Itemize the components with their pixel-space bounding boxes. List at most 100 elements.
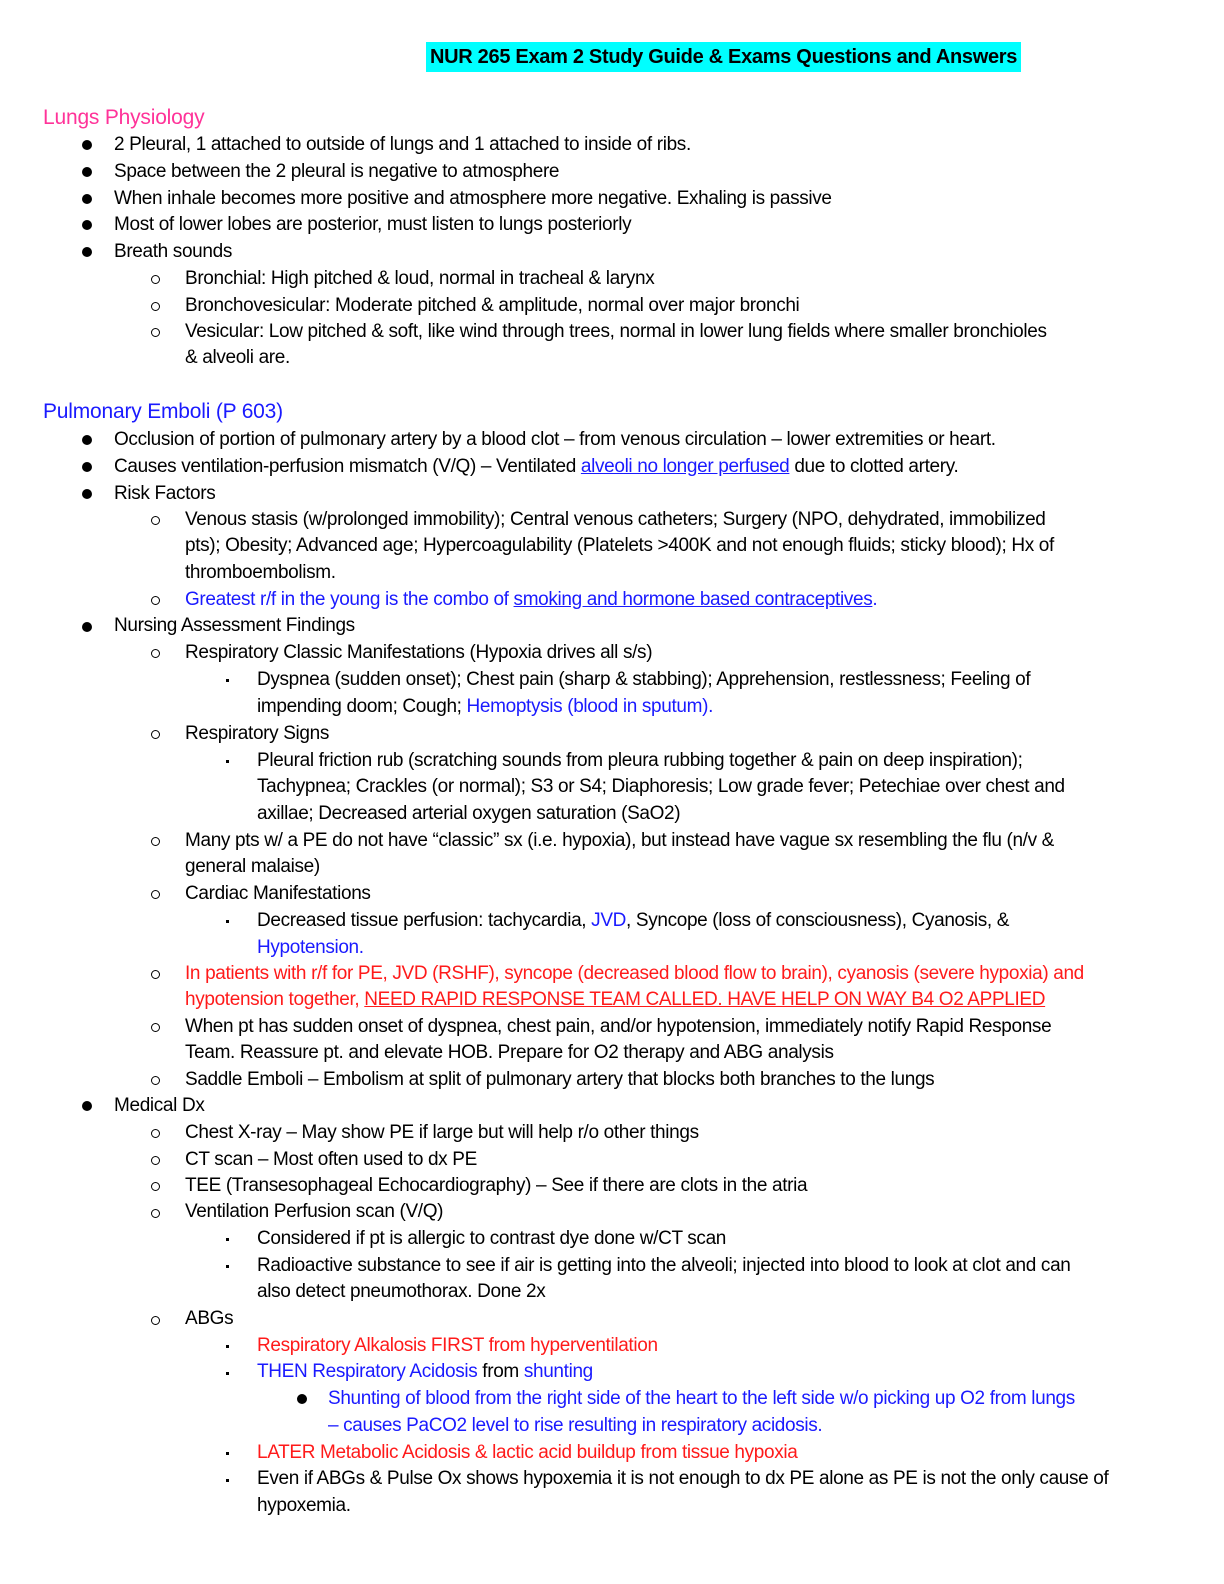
list-item: Respiratory Signs: [185, 723, 329, 744]
list-item: Occlusion of portion of pulmonary artery…: [114, 429, 996, 450]
bullet-circle-icon: [151, 890, 160, 899]
bullet-circle-icon: [151, 1182, 160, 1191]
list-item: Respiratory Alkalosis FIRST from hyperve…: [257, 1335, 658, 1356]
text: from: [477, 1361, 524, 1382]
bullet-square-icon: [226, 1479, 229, 1482]
list-item: Chest X-ray – May show PE if large but w…: [185, 1122, 699, 1143]
list-item-continuation: general malaise): [185, 856, 320, 877]
list-item: LATER Metabolic Acidosis & lactic acid b…: [257, 1442, 798, 1463]
link-smoking-and-hormone-contraceptives[interactable]: smoking and hormone based contraceptives: [513, 589, 873, 610]
list-item: Nursing Assessment Findings: [114, 615, 355, 636]
list-item: 2 Pleural, 1 attached to outside of lung…: [114, 134, 691, 155]
bullet-disc-icon: [82, 220, 92, 230]
list-item-continuation: impending doom; Cough; Hemoptysis (blood…: [257, 694, 713, 720]
list-item: Venous stasis (w/prolonged immobility); …: [185, 509, 1046, 530]
text: Causes ventilation-perfusion mismatch (V…: [114, 456, 581, 477]
bullet-square-icon: [226, 1265, 229, 1268]
bullet-square-icon: [226, 760, 229, 763]
bullet-circle-icon: [151, 730, 160, 739]
list-item: Bronchovesicular: Moderate pitched & amp…: [185, 295, 800, 316]
bullet-circle-icon: [151, 328, 160, 337]
list-item-continuation: thromboembolism.: [185, 562, 336, 583]
bullet-circle-icon: [151, 1023, 160, 1032]
list-item: Most of lower lobes are posterior, must …: [114, 214, 632, 235]
text: .: [872, 589, 878, 610]
list-item: ABGs: [185, 1308, 234, 1329]
list-item: CT scan – Most often used to dx PE: [185, 1149, 477, 1170]
list-item: Shunting of blood from the right side of…: [328, 1388, 1075, 1409]
bullet-circle-icon: [151, 596, 160, 605]
bullet-circle-icon: [151, 837, 160, 846]
bullet-disc-icon: [82, 140, 92, 150]
list-item: Decreased tissue perfusion: tachycardia,…: [257, 908, 1009, 934]
list-item: Many pts w/ a PE do not have “classic” s…: [185, 830, 1055, 851]
bullet-disc-icon: [82, 1101, 92, 1111]
list-item: Causes ventilation-perfusion mismatch (V…: [114, 454, 959, 480]
bullet-circle-icon: [151, 1076, 160, 1085]
bullet-square-icon: [226, 1452, 229, 1455]
emphasis-rapid-response: NEED RAPID RESPONSE TEAM CALLED. HAVE HE…: [364, 989, 1046, 1010]
list-item-continuation: axillae; Decreased arterial oxygen satur…: [257, 803, 681, 824]
link-alveoli-no-longer-perfused[interactable]: alveoli no longer perfused: [580, 456, 790, 477]
bullet-disc-icon: [82, 247, 92, 257]
list-item: Breath sounds: [114, 241, 232, 262]
bullet-square-icon: [226, 1345, 229, 1348]
list-item-continuation: Tachypnea; Crackles (or normal); S3 or S…: [257, 776, 1065, 797]
bullet-circle-icon: [151, 1316, 160, 1325]
list-item: Respiratory Classic Manifestations (Hypo…: [185, 642, 653, 663]
list-item: Cardiac Manifestations: [185, 883, 371, 904]
bullet-disc-icon: [82, 462, 92, 472]
text: impending doom; Cough;: [257, 696, 467, 717]
section-heading-pulmonary-emboli: Pulmonary Emboli (P 603): [43, 400, 283, 423]
list-item: Greatest r/f in the young is the combo o…: [185, 587, 878, 613]
list-item: THEN Respiratory Acidosis from shunting: [257, 1359, 593, 1385]
text: Greatest r/f in the young is the combo o…: [185, 589, 514, 610]
bullet-circle-icon: [151, 970, 160, 979]
bullet-disc-icon: [297, 1394, 307, 1404]
list-item-continuation: also detect pneumothorax. Done 2x: [257, 1281, 546, 1302]
list-item: Space between the 2 pleural is negative …: [114, 161, 560, 182]
list-item: Vesicular: Low pitched & soft, like wind…: [185, 321, 1047, 342]
list-item-alert: In patients with r/f for PE, JVD (RSHF),…: [185, 963, 1084, 984]
bullet-circle-icon: [151, 275, 160, 284]
emphasis-respiratory-acidosis: THEN Respiratory Acidosis: [257, 1361, 478, 1382]
emphasis-hemoptysis: Hemoptysis (blood in sputum).: [466, 696, 714, 717]
list-item: Considered if pt is allergic to contrast…: [257, 1228, 727, 1249]
bullet-circle-icon: [151, 302, 160, 311]
list-item-continuation: Team. Reassure pt. and elevate HOB. Prep…: [185, 1042, 834, 1063]
list-item: Bronchial: High pitched & loud, normal i…: [185, 268, 655, 289]
bullet-disc-icon: [82, 435, 92, 445]
list-item-continuation: hypoxemia.: [257, 1495, 351, 1516]
list-item: Radioactive substance to see if air is g…: [257, 1255, 1071, 1276]
text: hypotension together,: [185, 989, 365, 1010]
bullet-disc-icon: [82, 194, 92, 204]
bullet-circle-icon: [151, 649, 160, 658]
bullet-square-icon: [226, 1372, 229, 1375]
list-item-continuation: hypotension together, NEED RAPID RESPONS…: [185, 987, 1045, 1013]
bullet-circle-icon: [151, 1129, 160, 1138]
list-item: Medical Dx: [114, 1095, 205, 1116]
list-item: Pleural friction rub (scratching sounds …: [257, 750, 1023, 771]
list-item: Dyspnea (sudden onset); Chest pain (shar…: [257, 669, 1031, 690]
list-item: When pt has sudden onset of dyspnea, che…: [185, 1016, 1052, 1037]
bullet-disc-icon: [82, 622, 92, 632]
document-title: NUR 265 Exam 2 Study Guide & Exams Quest…: [426, 42, 1022, 72]
bullet-disc-icon: [82, 489, 92, 499]
list-item: When inhale becomes more positive and at…: [114, 188, 832, 209]
list-item-continuation: – causes PaCO2 level to rise resulting i…: [328, 1415, 823, 1436]
bullet-disc-icon: [82, 167, 92, 177]
list-item: Risk Factors: [114, 483, 216, 504]
list-item-continuation: & alveoli are.: [185, 347, 290, 368]
emphasis-shunting: shunting: [523, 1361, 593, 1382]
list-item: Ventilation Perfusion scan (V/Q): [185, 1201, 444, 1222]
bullet-circle-icon: [151, 1156, 160, 1165]
bullet-square-icon: [226, 920, 229, 923]
text: , Syncope (loss of consciousness), Cyano…: [626, 910, 1010, 931]
bullet-circle-icon: [151, 516, 160, 525]
list-item-continuation: Hypotension.: [257, 937, 364, 958]
list-item: Saddle Emboli – Embolism at split of pul…: [185, 1069, 935, 1090]
bullet-square-icon: [226, 1238, 229, 1241]
bullet-circle-icon: [151, 1209, 160, 1218]
text: Decreased tissue perfusion: tachycardia,: [257, 910, 592, 931]
